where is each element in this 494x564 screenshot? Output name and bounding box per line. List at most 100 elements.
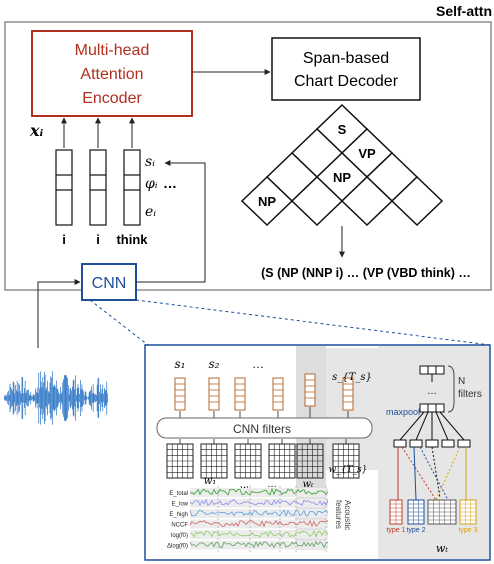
feature-track-bg — [190, 519, 328, 529]
waveform-sample — [27, 389, 28, 407]
waveform-sample — [100, 393, 102, 403]
waveform-sample — [29, 395, 31, 401]
encoder-line-1: Multi-head — [75, 42, 150, 59]
waveform-sample — [72, 380, 74, 416]
cnn-filters-label: CNN filters — [233, 422, 291, 436]
waveform-sample — [70, 387, 72, 409]
waveform-sample — [4, 396, 5, 400]
chart-label-np-left: NP — [258, 194, 276, 209]
waveform-sample — [93, 393, 95, 403]
waveform-sample — [24, 380, 26, 416]
waveform-sample — [88, 396, 89, 400]
chart-cell — [340, 175, 394, 227]
decoder-line-1: Span-based — [303, 50, 389, 67]
waveform-sample — [83, 391, 84, 405]
waveform-sample — [104, 387, 105, 409]
filter-type-2: type 2 — [406, 527, 425, 534]
waveform-sample — [76, 394, 77, 402]
waveform-sample — [73, 379, 75, 417]
waveform-sample — [103, 393, 104, 403]
waveform-sample — [57, 389, 59, 407]
waveform-sample — [8, 390, 9, 406]
waveform-sample — [107, 393, 108, 403]
waveform-sample — [45, 389, 47, 407]
waveform-sample — [40, 381, 42, 415]
token-vector-2 — [89, 149, 107, 226]
waveform-sample — [12, 381, 14, 415]
waveform-sample — [48, 391, 49, 405]
waveform-sample — [84, 395, 85, 401]
waveform-sample — [87, 397, 88, 399]
w-label-t: wₜ — [302, 479, 314, 490]
maxpool-panel: … N filters maxpool — [386, 365, 482, 501]
w-label-1: w₁ — [204, 476, 217, 487]
waveform-sample — [68, 394, 70, 402]
waveform-sample — [42, 376, 44, 420]
waveform-sample — [14, 393, 16, 403]
waveform-sample — [75, 375, 76, 421]
audio-waveform — [4, 371, 108, 425]
waveform-sample — [80, 389, 82, 407]
waveform-sample — [76, 388, 78, 408]
acoustic-label-1: Acoustic — [343, 500, 352, 530]
waveform-sample — [9, 383, 11, 413]
word-3: think — [116, 232, 148, 247]
main-frame — [4, 21, 492, 291]
waveform-sample — [12, 390, 13, 406]
waveform-sample — [22, 377, 24, 419]
zoom-line-right — [135, 299, 491, 346]
filter-type-grids — [389, 499, 477, 525]
waveform-sample — [81, 384, 83, 412]
word-feature-grids — [166, 439, 360, 479]
vector-to-encoder-arrows — [61, 117, 135, 148]
waveform-sample — [62, 382, 64, 414]
waveform-sample — [47, 380, 48, 416]
waveform-sample — [72, 386, 73, 410]
waveform-sample — [105, 389, 107, 407]
waveform-sample — [65, 374, 67, 422]
waveform-sample — [11, 388, 12, 408]
waveform-sample — [5, 396, 7, 400]
chart-cell-np-left — [240, 175, 294, 227]
w-label-dots: … — [267, 479, 277, 490]
waveform-sample — [20, 394, 22, 402]
filter-type-1: type 1 — [386, 527, 405, 534]
waveform-sample — [98, 377, 100, 419]
xi-label: xᵢ — [29, 121, 44, 140]
waveform-sample — [49, 382, 51, 414]
waveform-sample — [86, 396, 88, 400]
waveform-sample — [71, 390, 72, 406]
waveform-sample — [18, 383, 20, 413]
token-vector-3 — [123, 149, 141, 226]
feature-name: log(f0) — [171, 533, 188, 539]
waveform-sample — [52, 387, 54, 409]
waveform-sample — [102, 384, 104, 412]
feature-track-line — [189, 509, 329, 517]
waveform-sample — [77, 384, 79, 412]
s-vector — [208, 377, 220, 411]
waveform-sample — [7, 392, 8, 404]
s-label-2: s₂ — [209, 357, 220, 371]
chart-label-s: S — [338, 122, 347, 137]
waveform-sample — [24, 388, 25, 408]
s-vector — [234, 377, 246, 411]
waveform-sample — [28, 389, 29, 407]
waveform-sample — [96, 394, 97, 402]
feature-track-line — [189, 540, 329, 549]
waveform-sample — [8, 395, 10, 401]
waveform-sample — [32, 394, 34, 402]
s-label-1: s₁ — [175, 357, 186, 371]
waveform-sample — [37, 392, 39, 404]
waveform-sample — [28, 394, 30, 402]
waveform-sample — [10, 386, 12, 410]
feature-track-line — [189, 487, 329, 496]
waveform-sample — [44, 374, 46, 422]
waveform-sample — [60, 394, 62, 402]
waveform-sample — [63, 379, 64, 417]
waveform-sample — [54, 384, 56, 412]
n-filters-label-1: N — [458, 376, 465, 387]
component-phi: φᵢ — [145, 176, 158, 192]
feature-track-bg — [190, 509, 328, 518]
waveform-sample — [52, 371, 53, 425]
waveform-sample — [56, 388, 58, 408]
